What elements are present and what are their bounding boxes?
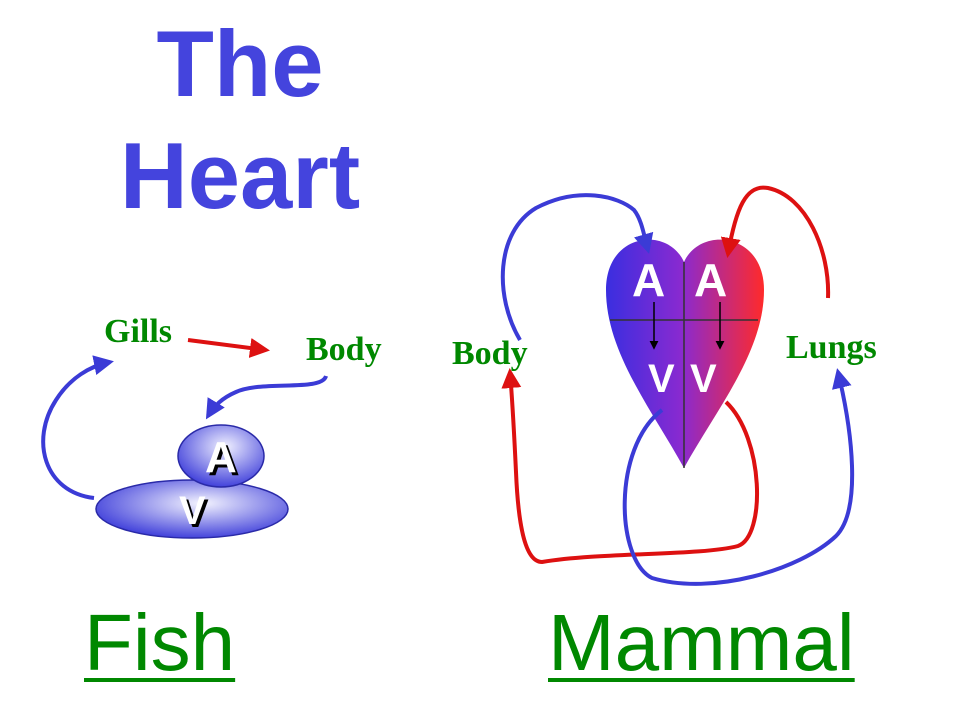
mammal-heart-shape	[606, 239, 764, 468]
fish-atrium-shape	[177, 424, 265, 488]
title-line-2: Heart	[119, 123, 361, 228]
fish-body-label: Body	[306, 331, 382, 368]
mammal-ventricle-to-lungs-arrow	[622, 368, 855, 586]
fish-ventricle-letter: V	[179, 489, 206, 533]
mammal-right-ventricle-letter: V	[690, 357, 717, 401]
mammal-caption: Mammal	[548, 598, 855, 687]
mammal-body-label: Body	[452, 335, 528, 372]
fish-body-to-atrium-arrow	[205, 374, 328, 420]
page-title: The Heart	[90, 8, 390, 232]
mammal-ventricle-to-body-arrow	[501, 368, 759, 565]
fish-atrium-letter: A	[205, 433, 237, 482]
mammal-left-atrium-letter: A	[632, 254, 665, 306]
fish-caption: Fish	[84, 598, 236, 687]
mammal-left-ventricle-letter: V	[648, 357, 675, 401]
fish-ventricle-letter-shadow: V	[182, 492, 209, 536]
fish-ventricle-shape	[95, 479, 289, 539]
mammal-lungs-label: Lungs	[786, 329, 877, 366]
fish-gills-label: Gills	[104, 313, 172, 350]
mammal-heart-diagram: A A V V Body Lungs	[452, 185, 877, 586]
mammal-lungs-to-atrium-arrow	[720, 185, 831, 299]
mammal-right-atrium-letter: A	[694, 254, 727, 306]
title-line-1: The	[156, 11, 324, 116]
fish-gills-to-body-arrow	[187, 338, 270, 358]
fish-ventricle-to-gills-arrow	[41, 355, 114, 500]
fish-heart-diagram: Gills Body V V A A	[41, 313, 382, 539]
mammal-body-to-atrium-arrow	[500, 193, 654, 342]
fish-atrium-letter-shadow: A	[208, 436, 240, 485]
